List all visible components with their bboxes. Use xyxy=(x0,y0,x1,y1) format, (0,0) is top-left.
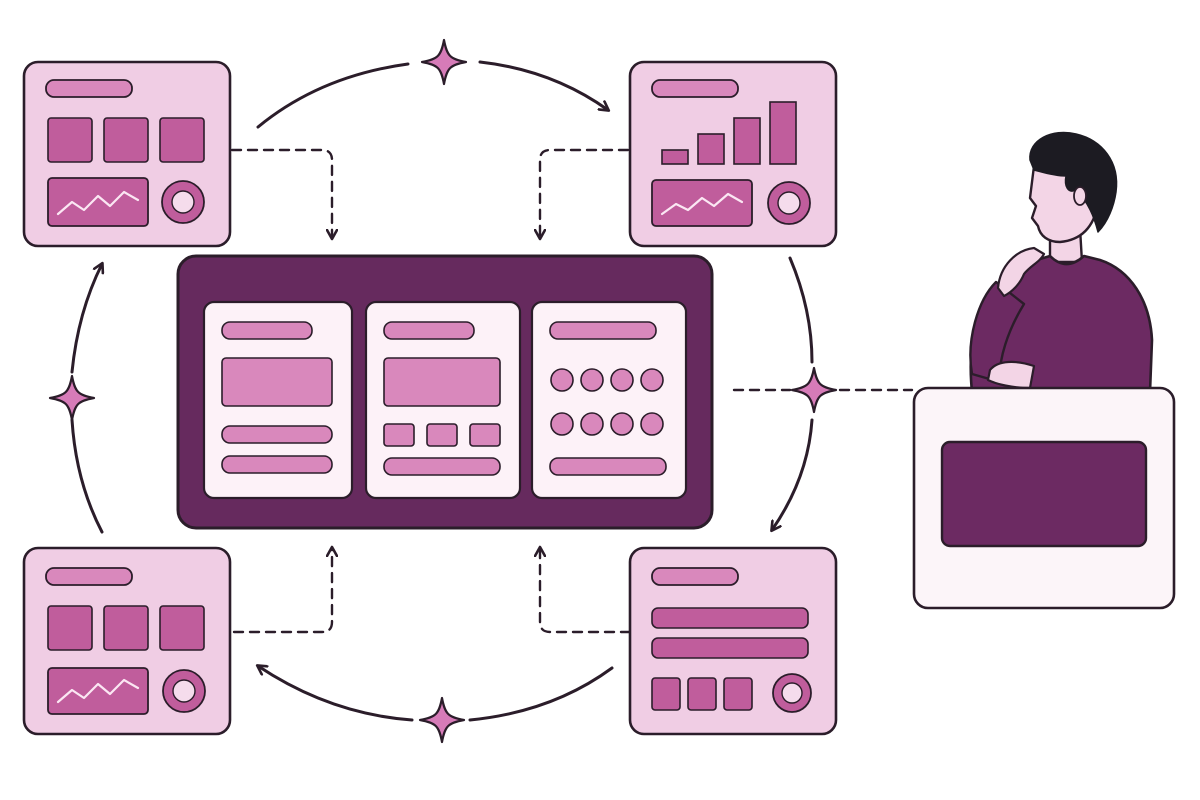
person-ear xyxy=(1073,186,1087,206)
cycle-arc-bottom-right xyxy=(468,666,614,722)
panel-tile xyxy=(426,423,458,447)
panel-title-bar xyxy=(549,321,657,340)
hub-panel-text-block xyxy=(202,300,354,500)
person-hand xyxy=(996,246,1046,298)
panel-tile xyxy=(469,423,501,447)
kpi-tile xyxy=(47,605,93,651)
connector-bottom-left xyxy=(232,548,332,634)
dashed-connectors xyxy=(230,148,914,634)
panel-tile xyxy=(383,423,415,447)
kpi-tile xyxy=(723,677,753,711)
panel-text-row xyxy=(549,457,667,476)
kpi-tile xyxy=(159,605,205,651)
central-hub xyxy=(176,254,714,530)
sparkle-icon xyxy=(790,366,838,414)
dashboard-card-bottom-right xyxy=(628,546,838,736)
monitor-screen xyxy=(940,440,1148,548)
monitor-icon xyxy=(912,386,1176,610)
panel-content-block xyxy=(221,357,333,407)
sparkle-icon xyxy=(420,38,468,86)
dashboard-card-top-left xyxy=(22,60,232,248)
connector-top-right xyxy=(540,148,630,238)
content-row xyxy=(651,607,809,629)
cycle-arc-right-upper xyxy=(788,256,814,364)
sparkles xyxy=(48,38,838,744)
panel-title-bar xyxy=(221,321,313,340)
line-chart-icon xyxy=(47,177,149,227)
line-chart-icon xyxy=(651,179,753,227)
content-row xyxy=(651,637,809,659)
sparkle-icon xyxy=(48,374,96,422)
panel-text-row xyxy=(383,457,501,476)
hub-panel-dot-matrix xyxy=(530,300,688,500)
hub-panel-text-grid xyxy=(364,300,522,500)
panel-text-row xyxy=(221,425,333,444)
cycle-arc-left-lower xyxy=(70,418,104,534)
bar-chart-icon xyxy=(661,101,797,165)
person-arm xyxy=(969,280,1026,384)
dashboard-card-top-right xyxy=(628,60,838,248)
kpi-tile xyxy=(103,605,149,651)
sparkle-icon xyxy=(418,696,466,744)
panel-text-row xyxy=(221,455,333,474)
connector-top-left xyxy=(230,148,332,238)
cycle-arc-right-lower xyxy=(772,418,814,530)
card-title-bar xyxy=(45,567,133,586)
cycle-arcs xyxy=(70,60,814,722)
donut-icon xyxy=(772,673,812,713)
kpi-tile xyxy=(159,117,205,163)
donut-icon xyxy=(767,181,811,225)
cycle-arc-bottom-left xyxy=(258,666,414,722)
dashboard-card-bottom-left xyxy=(22,546,232,736)
line-chart-icon xyxy=(47,667,149,715)
card-title-bar xyxy=(651,567,739,586)
donut-icon xyxy=(161,180,205,224)
donut-icon xyxy=(162,669,206,713)
kpi-tile xyxy=(687,677,717,711)
person-figure xyxy=(969,131,1154,394)
card-title-bar xyxy=(45,79,133,98)
card-title-bar xyxy=(651,79,739,98)
cycle-arc-top-left xyxy=(256,62,410,129)
panel-content-block xyxy=(383,357,501,407)
panel-title-bar xyxy=(383,321,475,340)
connector-bottom-right xyxy=(540,548,632,634)
kpi-tile xyxy=(103,117,149,163)
cycle-arc-top-right xyxy=(478,60,608,110)
panel-dot-grid xyxy=(550,368,664,436)
person-hair xyxy=(1029,131,1118,233)
cycle-arc-left-upper xyxy=(70,264,102,374)
kpi-tile xyxy=(47,117,93,163)
kpi-tile xyxy=(651,677,681,711)
